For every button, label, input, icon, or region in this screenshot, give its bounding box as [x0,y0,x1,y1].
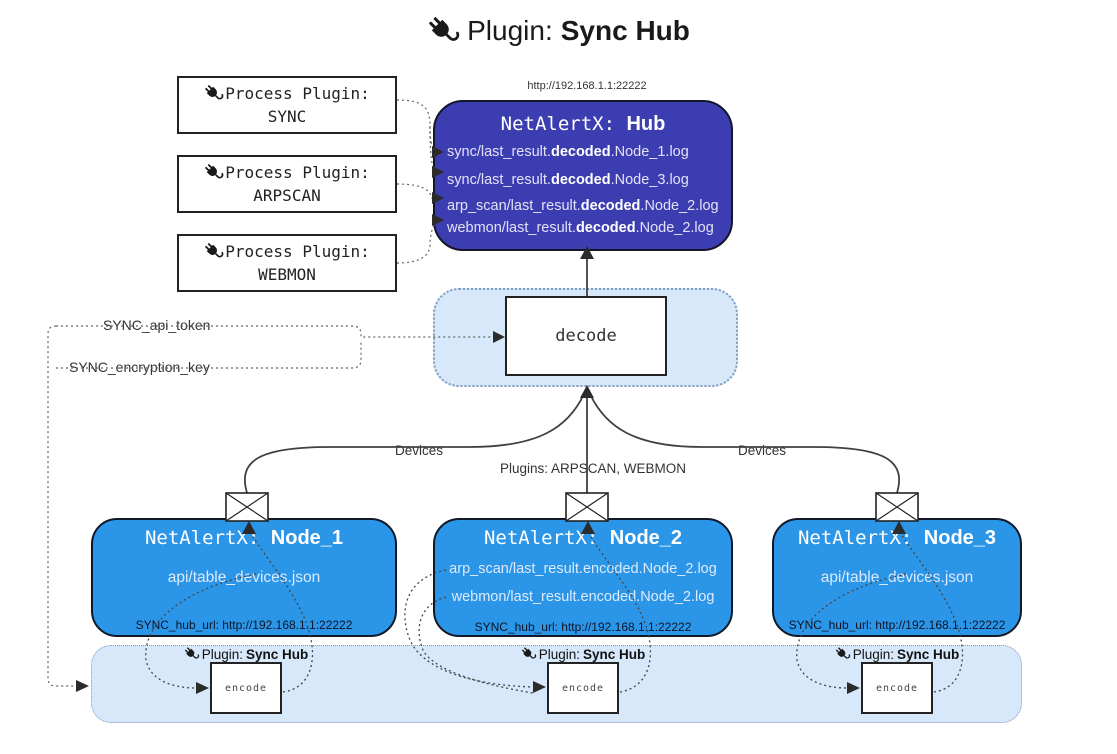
encode-box-1: encode [210,662,282,714]
envelope-icon [565,492,609,522]
node-3-title: NetAlertX: Node_3 [797,527,997,549]
envelope-icon [875,492,919,522]
encode-box-3: encode [861,662,933,714]
hub-box [433,100,733,251]
node-1-title: NetAlertX: Node_1 [144,527,344,549]
node-2-file: webmon/last_result.encoded.Node_2.log [451,589,715,605]
node-1-hub-url: SYNC_hub_url: http://192.168.1.1:22222 [135,618,353,632]
process-plugin-sync: Process Plugin: SYNC [177,76,397,134]
process-plugin-label: Process Plugin: [225,241,370,261]
key-connectors [47,325,505,692]
process-plugin-label: Process Plugin: [225,83,370,103]
process-plugin-arpscan: Process Plugin: ARPSCAN [177,155,397,213]
plug-icon [200,237,228,265]
node-2-hub-url: SYNC_hub_url: http://192.168.1.1:22222 [474,620,692,634]
plugins-edge-label: Plugins: ARPSCAN, WEBMON [497,461,690,476]
process-plugin-name: SYNC [267,107,307,126]
plug-icon [200,158,228,186]
process-plugin-name: ARPSCAN [253,186,321,205]
page-title: Plugin: Sync Hub [0,14,1117,48]
hub-log-line: webmon/last_result.decoded.Node_2.log [447,220,714,236]
hub-log-line: sync/last_result.decoded.Node_3.log [447,172,689,188]
node-2-file: arp_scan/last_result.encoded.Node_2.log [449,561,717,577]
envelope-icon [225,492,269,522]
process-plugin-label: Process Plugin: [225,162,370,182]
plug-icon [180,643,202,665]
hub-url: http://192.168.1.1:22222 [527,80,647,92]
hub-log-line: sync/last_result.decoded.Node_1.log [447,144,689,160]
hub-title: NetAlertX: Hub [500,113,666,135]
sync-plugin-label-3: Plugin: Sync Hub [817,646,977,662]
process-plugin-name: WEBMON [258,265,316,284]
sync-api-token-label: SYNC_api_token [100,317,214,333]
node-3-hub-url: SYNC_hub_url: http://192.168.1.1:22222 [788,618,1006,632]
plug-icon [831,643,853,665]
decode-box: decode [505,296,667,376]
sync-plugin-label-2: Plugin: Sync Hub [503,646,663,662]
node-1-file: api/table_devices.json [167,569,321,586]
node-3-file: api/table_devices.json [820,569,974,586]
sync-encryption-key-label: SYNC_encryption_key [66,359,213,375]
page-title-bold: Sync Hub [560,15,690,46]
devices-edge-label-right: Devices [735,443,790,458]
encode-box-2: encode [547,662,619,714]
page-title-prefix: Plugin: [467,15,553,46]
plug-icon [517,643,539,665]
plug-icon [200,79,228,107]
node-2-title: NetAlertX: Node_2 [483,527,683,549]
sync-plugin-label-1: Plugin: Sync Hub [166,646,326,662]
hub-log-line: arp_scan/last_result.decoded.Node_2.log [447,198,719,214]
node-to-decode-edges [243,385,901,494]
plug-icon [420,8,467,55]
process-plugin-webmon: Process Plugin: WEBMON [177,234,397,292]
devices-edge-label-left: Devices [392,443,447,458]
